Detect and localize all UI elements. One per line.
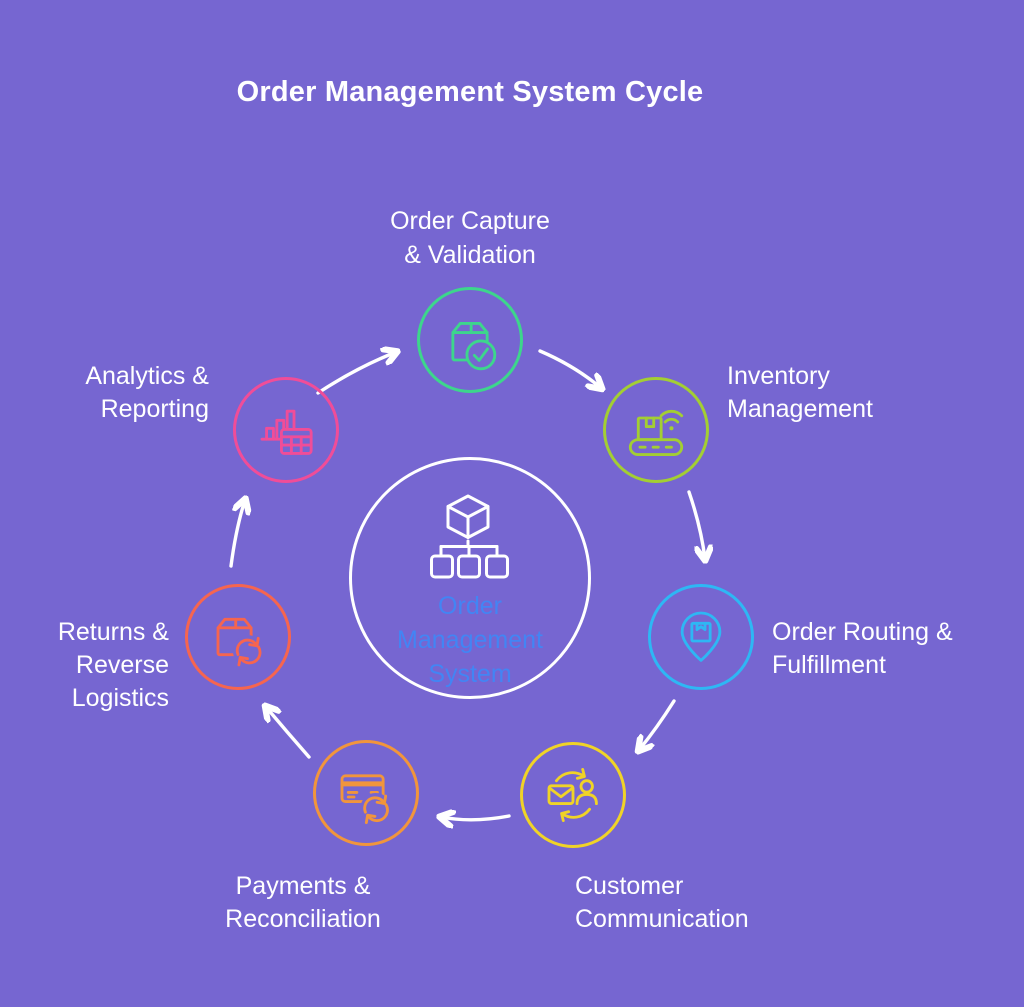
label-inventory: Inventory Management xyxy=(727,362,873,423)
conveyor-wifi-icon xyxy=(628,409,684,456)
arrow-analytics-to-capture xyxy=(316,352,396,395)
label-customer-communication: Customer Communication xyxy=(575,872,749,933)
location-package-icon xyxy=(680,611,722,662)
node-order-routing xyxy=(648,584,754,690)
node-order-capture xyxy=(417,287,523,393)
label-order-routing: Order Routing & Fulfillment xyxy=(772,618,953,679)
node-inventory xyxy=(603,377,709,483)
card-sync-icon xyxy=(340,774,392,825)
page-title: Order Management System Cycle xyxy=(236,76,704,108)
package-return-icon xyxy=(216,617,264,667)
node-returns xyxy=(185,584,291,690)
system-hierarchy-icon xyxy=(430,494,509,579)
label-order-capture: Order Capture & Validation xyxy=(390,207,550,269)
arrow-payments-to-returns xyxy=(266,707,311,759)
arrow-customer-to-payments xyxy=(441,816,511,820)
center-hub-label: Order Management System xyxy=(397,592,543,688)
center-hub-circle: Order Management System xyxy=(349,457,591,699)
label-payments: Payments & Reconciliation xyxy=(225,872,381,933)
arrow-routing-to-customer xyxy=(639,699,676,750)
chart-table-icon xyxy=(260,409,313,455)
arrow-returns-to-analytics xyxy=(229,500,245,568)
label-returns: Returns & Reverse Logistics xyxy=(57,618,169,712)
arrow-capture-to-inventory xyxy=(538,349,601,388)
package-check-icon xyxy=(451,322,497,371)
node-analytics xyxy=(233,377,339,483)
node-customer-communication xyxy=(520,742,626,848)
mail-person-sync-icon xyxy=(547,767,598,823)
arrow-inventory-to-routing xyxy=(687,490,705,559)
node-payments xyxy=(313,740,419,846)
label-analytics: Analytics & Reporting xyxy=(85,362,209,423)
